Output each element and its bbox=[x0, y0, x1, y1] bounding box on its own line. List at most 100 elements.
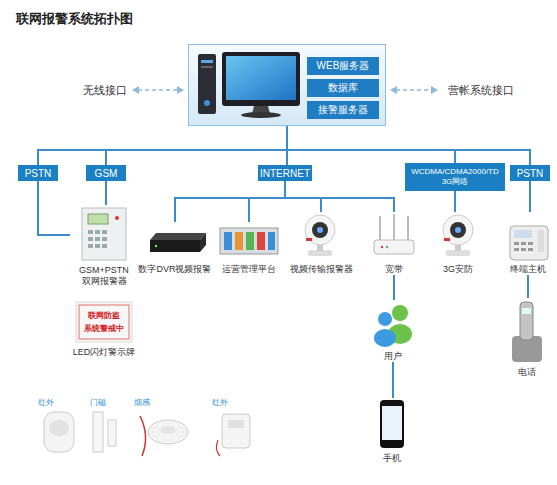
terminal-keypad bbox=[528, 248, 533, 251]
network-link bbox=[392, 362, 394, 398]
terminal-keypad bbox=[514, 242, 519, 245]
diagram-title: 联网报警系统拓扑图 bbox=[16, 10, 133, 28]
node-text: GSM bbox=[95, 168, 118, 179]
network-tag: PSTN bbox=[18, 165, 58, 181]
node-text: 红外 bbox=[38, 398, 54, 408]
interface-arrow bbox=[138, 89, 178, 91]
network-link bbox=[393, 275, 395, 300]
server-computer bbox=[198, 52, 300, 118]
management-platform bbox=[268, 232, 275, 250]
pir-sensor bbox=[216, 440, 220, 456]
text-label: 营帐系统接口 bbox=[440, 84, 522, 97]
3g-camera bbox=[443, 215, 473, 256]
network-link bbox=[287, 126, 455, 163]
router bbox=[407, 216, 409, 240]
node-text: 数据库 bbox=[328, 82, 358, 94]
network-link bbox=[249, 181, 285, 222]
node-text: PSTN bbox=[517, 168, 544, 179]
management-platform bbox=[220, 228, 278, 254]
pir-sensor bbox=[222, 414, 250, 448]
server-computer bbox=[201, 60, 213, 63]
server-computer bbox=[201, 66, 213, 68]
node-text: 终端主机 bbox=[510, 264, 546, 275]
server-computer bbox=[204, 100, 210, 106]
dual-alarm-panel bbox=[95, 230, 100, 234]
server-computer bbox=[222, 52, 300, 106]
network-link bbox=[454, 191, 456, 212]
smoke-sensor bbox=[140, 416, 146, 456]
node-text: GSM+PSTN 双网报警器 bbox=[70, 265, 138, 287]
network-tag: GSM bbox=[86, 165, 126, 181]
node-text: 运营管理平台 bbox=[222, 264, 276, 275]
terminal-keypad bbox=[514, 248, 519, 251]
management-platform bbox=[235, 232, 243, 250]
dvr-box bbox=[200, 233, 206, 252]
led-warning-sign bbox=[76, 302, 132, 342]
door-sensor bbox=[93, 412, 103, 452]
user-icon bbox=[374, 305, 412, 347]
dual-alarm-panel bbox=[88, 237, 93, 241]
management-platform bbox=[257, 232, 265, 250]
router bbox=[374, 214, 414, 254]
terminal-keypad bbox=[521, 242, 526, 245]
3g-camera bbox=[443, 215, 473, 245]
interface-arrow bbox=[132, 86, 139, 94]
dual-alarm-panel bbox=[88, 244, 93, 248]
3g-camera bbox=[450, 222, 466, 238]
node-text: PSTN bbox=[25, 168, 52, 179]
node-text: 电话 bbox=[518, 367, 536, 378]
pir-sensor bbox=[49, 420, 69, 436]
text-label: 联网防盗 bbox=[78, 311, 130, 321]
user-icon bbox=[378, 312, 392, 326]
network-tag: PSTN bbox=[510, 165, 550, 181]
text-label: 系统警戒中 bbox=[78, 324, 130, 334]
router bbox=[381, 246, 383, 248]
smoke-sensor bbox=[160, 426, 176, 434]
led-warning-sign bbox=[76, 302, 132, 342]
node-text: LED闪灯警示牌 bbox=[73, 347, 136, 358]
terminal-keypad bbox=[510, 226, 548, 260]
mobile-phone bbox=[380, 400, 404, 448]
smoke-sensor bbox=[148, 420, 188, 444]
pir-sensor bbox=[228, 420, 244, 428]
interface-arrow bbox=[390, 86, 397, 94]
network-tag: WCDMA/CDMA2000/TD 3G网络 bbox=[405, 163, 505, 191]
node-text: 门磁 bbox=[90, 398, 106, 408]
router bbox=[379, 216, 381, 240]
door-sensor bbox=[93, 412, 116, 452]
video-camera bbox=[312, 222, 328, 238]
terminal-keypad bbox=[514, 230, 532, 238]
node-text: 烟感 bbox=[134, 398, 150, 408]
pir-sensor bbox=[216, 414, 250, 456]
mobile-phone bbox=[380, 400, 404, 448]
network-link bbox=[285, 181, 321, 212]
dvr-box bbox=[150, 233, 206, 252]
dvr-box bbox=[150, 233, 206, 240]
server-computer bbox=[226, 56, 296, 100]
node-text: 接警服务器 bbox=[318, 104, 368, 116]
dvr-box bbox=[155, 245, 157, 247]
network-link bbox=[105, 181, 107, 205]
interface-arrow bbox=[132, 86, 438, 94]
interface-arrow bbox=[177, 86, 184, 94]
pir-sensor bbox=[44, 412, 74, 452]
telephone bbox=[522, 308, 531, 314]
node-text: 3G安防 bbox=[443, 264, 473, 275]
dual-alarm-panel bbox=[95, 244, 100, 248]
node-text: 用户 bbox=[384, 351, 402, 362]
network-link bbox=[287, 126, 530, 165]
led-warning-sign bbox=[79, 305, 129, 339]
node-text: 视频传输报警器 bbox=[290, 264, 353, 275]
server-role-box: 数据库 bbox=[307, 79, 379, 97]
network-link bbox=[175, 181, 285, 222]
dual-alarm-panel bbox=[102, 237, 107, 241]
telephone bbox=[520, 302, 533, 340]
network-link bbox=[527, 275, 529, 298]
server-computer bbox=[198, 54, 216, 114]
dual-alarm-panel bbox=[88, 230, 93, 234]
management-platform bbox=[224, 232, 232, 250]
router bbox=[374, 240, 414, 254]
video-camera bbox=[306, 238, 312, 241]
